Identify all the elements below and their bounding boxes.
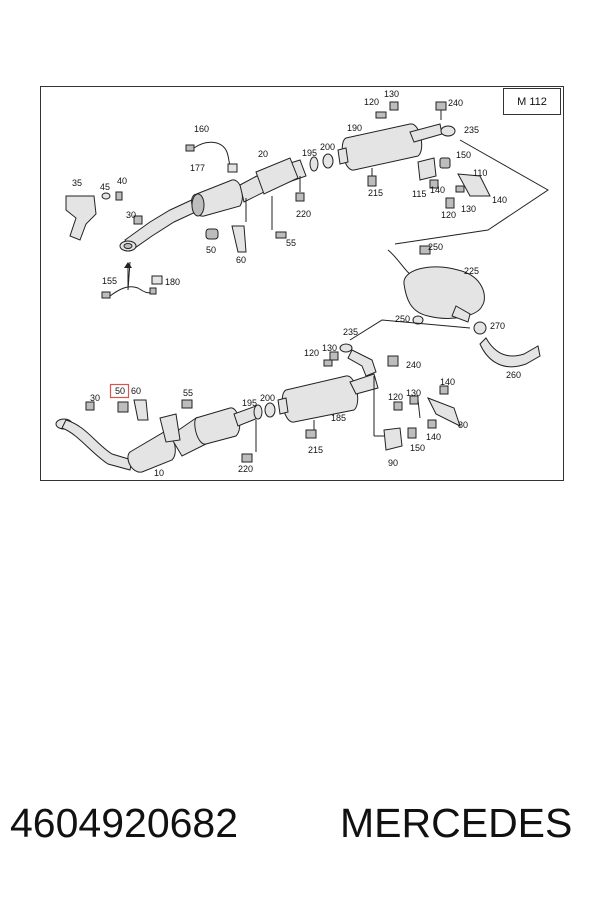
callout-250-a: 250: [428, 242, 443, 252]
callout-215-lower: 215: [308, 445, 323, 455]
brackets-lower: [85, 399, 193, 443]
exhaust-system-diagram: M 112: [40, 86, 564, 481]
callout-240-lower: 240: [406, 360, 421, 370]
callout-225: 225: [464, 266, 479, 276]
heat-shield-upper: [255, 157, 299, 195]
callout-240-upper: 240: [448, 98, 463, 108]
oxygen-sensor-155: [101, 262, 163, 299]
model-code-box: M 112: [503, 88, 561, 115]
callout-150-upper: 150: [456, 150, 471, 160]
callout-30-upper: 30: [126, 210, 136, 220]
hanger-235-upper: [440, 125, 456, 137]
callout-180: 180: [165, 277, 180, 287]
callout-130-lower-b: 130: [406, 388, 421, 398]
callout-30-lower: 30: [90, 393, 100, 403]
callout-55-lower: 55: [183, 388, 193, 398]
callout-110: 110: [473, 168, 487, 178]
rubber-mounts-lower: [373, 376, 461, 451]
front-pipe-lower: [55, 405, 259, 473]
callout-45: 45: [100, 182, 110, 192]
callout-235-lower: 235: [343, 327, 358, 337]
brand-name: MERCEDES: [340, 800, 573, 846]
callout-260: 260: [506, 370, 521, 380]
callout-60-lower: 60: [131, 386, 141, 396]
lower-assembly: [55, 319, 471, 473]
callout-140-lower-a: 140: [440, 377, 455, 387]
callout-160: 160: [194, 124, 209, 134]
callout-10: 10: [154, 468, 164, 478]
brackets-upper: [205, 196, 287, 253]
callout-130-upper-b: 130: [461, 204, 476, 214]
callout-235-upper: 235: [464, 125, 479, 135]
model-code-label: M 112: [517, 96, 547, 108]
callout-50-upper: 50: [206, 245, 216, 255]
callout-120-lower-b: 120: [388, 392, 403, 402]
callout-140-upper-a: 140: [430, 185, 445, 195]
callout-185: 185: [331, 413, 346, 423]
pipe-235-lower: [323, 319, 471, 377]
callout-130-upper-a: 130: [384, 89, 399, 99]
callout-40: 40: [117, 176, 127, 186]
callout-155: 155: [102, 276, 117, 286]
middle-muffler-lower: [277, 373, 379, 439]
callout-270: 270: [490, 321, 505, 331]
highlight-box: [109, 383, 130, 399]
callout-35: 35: [72, 178, 82, 188]
callout-90: 90: [388, 458, 398, 468]
callout-120-upper-a: 120: [364, 97, 379, 107]
callout-220-upper: 220: [296, 209, 311, 219]
callout-50-lower: 50: [115, 386, 125, 396]
callout-190: 190: [347, 123, 362, 133]
callout-55-upper: 55: [286, 238, 296, 248]
callout-200-lower: 200: [260, 393, 275, 403]
callout-195-upper: 195: [302, 148, 317, 158]
callout-140-lower-b: 140: [426, 432, 441, 442]
callout-250-b: 250: [395, 314, 410, 324]
callout-115: 115: [412, 189, 426, 199]
bolts-upper-right: [375, 101, 447, 120]
callout-215-upper: 215: [368, 188, 383, 198]
callout-177: 177: [190, 163, 205, 173]
callout-120-upper-b: 120: [441, 210, 456, 220]
part-number: 4604920682: [10, 800, 239, 846]
oxygen-sensor-upper: [185, 141, 238, 173]
bracket-35-upper: [65, 191, 143, 241]
upper-assembly: [65, 101, 549, 368]
callout-60-upper: 60: [236, 255, 246, 265]
rubber-mounts-upper: [417, 157, 491, 209]
callout-130-lower-a: 130: [322, 343, 337, 353]
callout-150-lower: 150: [410, 443, 425, 453]
callout-195-lower: 195: [242, 398, 257, 408]
clamp-lower: [241, 402, 276, 463]
rear-muffler: [387, 245, 541, 368]
callout-220-lower: 220: [238, 464, 253, 474]
callout-80: 80: [458, 420, 468, 430]
clamp-upper: [295, 153, 334, 202]
callout-140-upper-b: 140: [492, 195, 507, 205]
callout-20: 20: [258, 149, 268, 159]
callout-120-lower-a: 120: [304, 348, 319, 358]
diagram-frame: [40, 86, 564, 481]
caption: 4604920682 MERCEDES: [0, 800, 600, 870]
callout-200-upper: 200: [320, 142, 335, 152]
callout-labels: 160 177 20 195 200 190 120 130 240 235 1…: [72, 89, 521, 478]
